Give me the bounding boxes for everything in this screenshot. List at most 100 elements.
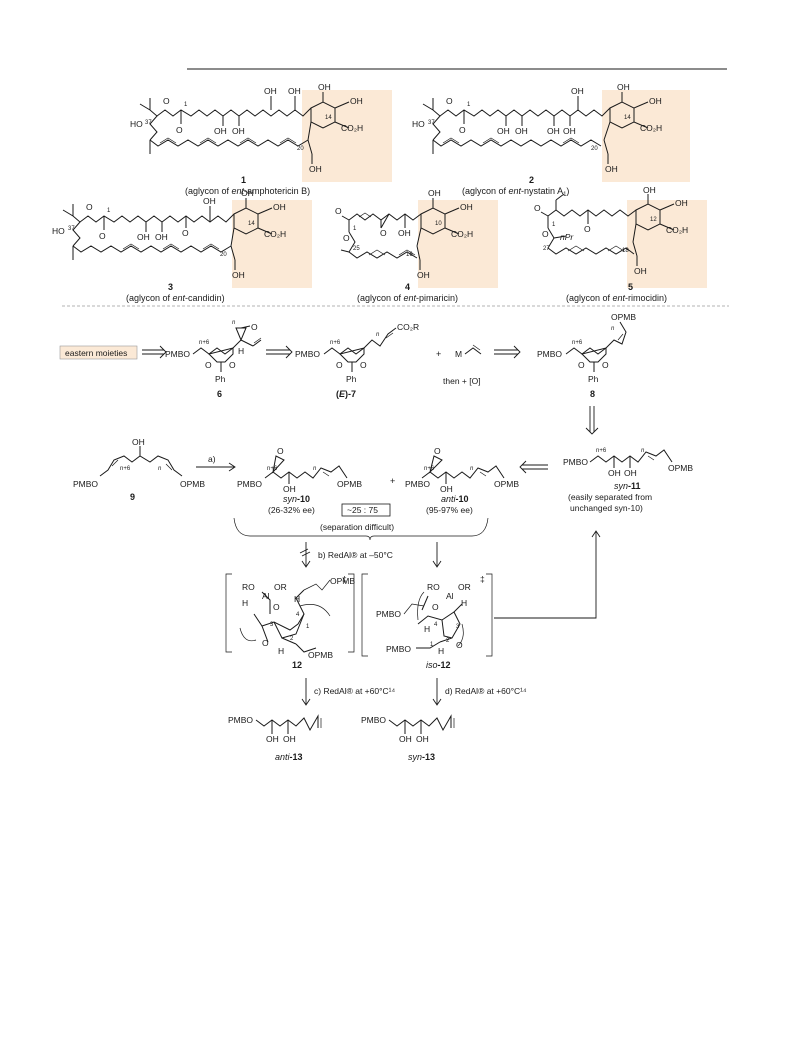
separation-label: (separation difficult) xyxy=(320,522,394,532)
iso12-label-o: O xyxy=(432,602,439,612)
iso12-dagger: ‡ xyxy=(480,574,485,584)
ts12-label-or: OR xyxy=(274,582,287,592)
ts12-number: 12 xyxy=(292,660,302,670)
c4-label-o3: O xyxy=(380,228,387,238)
c3-label-o3: O xyxy=(182,228,189,238)
compound-9-structure xyxy=(99,446,183,477)
syn10-number: syn-10 xyxy=(283,494,310,504)
iso12-label-h2: H xyxy=(424,624,430,634)
c1-label-o: O xyxy=(163,96,170,106)
arrow-step-b-right xyxy=(432,542,442,568)
c3-locant-1: 1 xyxy=(107,208,111,214)
retro-arrow-3 xyxy=(494,345,521,359)
c7-label-pmbo: PMBO xyxy=(295,349,320,359)
c7-label-n: n xyxy=(376,332,380,338)
compound-anti10-structure xyxy=(421,455,505,484)
compound-8-number: 8 xyxy=(590,389,595,399)
plus-sign-reaction: + xyxy=(390,476,395,486)
c3-label-oh1: OH xyxy=(137,232,150,242)
syn13-label-oh2: OH xyxy=(416,734,429,744)
compound-1-number: 1 xyxy=(241,175,246,185)
ts12-label-ro: RO xyxy=(242,582,255,592)
ratio-label: ~25 : 75 xyxy=(347,505,378,515)
ts12-label-h: H xyxy=(242,598,248,608)
c4-label-o: O xyxy=(335,206,342,216)
syn11-label-pmbo: PMBO xyxy=(563,457,588,467)
syn10-ee: (26-32% ee) xyxy=(268,505,315,515)
c8-label-pmbo: PMBO xyxy=(537,349,562,359)
c2-label-oh6: OH xyxy=(617,82,630,92)
c1-label-oh7: OH xyxy=(309,164,322,174)
c3-locant-37: 37 xyxy=(68,226,75,232)
ts-12-structure xyxy=(225,573,355,653)
iso12-locant-3: 3 xyxy=(456,624,460,630)
syn10-label-n6: n+6 xyxy=(267,466,278,472)
anti13-label-pmbo: PMBO xyxy=(228,715,253,725)
c3-label-oh2: OH xyxy=(155,232,168,242)
compound-syn10-structure xyxy=(264,455,348,484)
compound-1-caption: (aglycon of ent-amphotericin B) xyxy=(185,186,310,196)
c3-label-o: O xyxy=(86,202,93,212)
c1-label-o2: O xyxy=(176,125,183,135)
ts12-label-h3: H xyxy=(278,646,284,656)
c1-label-oh3: OH xyxy=(264,86,277,96)
c5-locant-1: 1 xyxy=(552,222,556,228)
anti10-label-n: n xyxy=(470,466,474,472)
iso12-label-pmbo-bottom: PMBO xyxy=(386,644,411,654)
ts12-dagger: ‡ xyxy=(342,574,347,584)
compound-9-number: 9 xyxy=(130,492,135,502)
c9-label-opmb: OPMB xyxy=(180,479,205,489)
compound-4-caption: (aglycon of ent-pimaricin) xyxy=(357,293,458,303)
c5-label-o3: O xyxy=(584,224,591,234)
ts12-label-h2: H xyxy=(294,594,300,604)
c2-label-oh8: OH xyxy=(605,164,618,174)
c5-locant-27: 27 xyxy=(543,246,550,252)
compound-8-structure xyxy=(565,321,627,372)
iso12-locant-1: 1 xyxy=(430,642,434,648)
eastern-moieties-box xyxy=(59,345,138,360)
anti13-label-oh1: OH xyxy=(266,734,279,744)
syn13-label-oh1: OH xyxy=(399,734,412,744)
ts12-locant-2: 2 xyxy=(290,636,294,642)
c8-label-n: n xyxy=(611,326,615,332)
compound-1-structure xyxy=(139,90,392,182)
c5-locant-18: 18 xyxy=(622,248,629,254)
anti10-label-pmbo: PMBO xyxy=(405,479,430,489)
c4-label-oh1: OH xyxy=(398,228,411,238)
c4-locant-16: 16 xyxy=(406,252,413,258)
c5-label-o: O xyxy=(534,203,541,213)
arrow-step-c xyxy=(301,678,311,706)
c2-label-o: O xyxy=(446,96,453,106)
iso12-locant-4: 4 xyxy=(434,622,438,628)
syn11-label-oh1: OH xyxy=(608,468,621,478)
syn11-label-oh2: OH xyxy=(624,468,637,478)
c5-label-npr: nPr xyxy=(560,232,574,242)
then-oxidation: then + [O] xyxy=(443,376,481,386)
c4-locant-25: 25 xyxy=(353,246,360,252)
c5-label-oh1: OH xyxy=(643,185,656,195)
c1-locant-20: 20 xyxy=(297,146,304,152)
syn10-label-pmbo: PMBO xyxy=(237,479,262,489)
compound-syn13-structure xyxy=(388,714,455,734)
compound-4-structure xyxy=(340,198,498,288)
compound-6-structure xyxy=(192,325,262,372)
c3-locant-14: 14 xyxy=(248,221,255,227)
arrow-iso12-to-syn11 xyxy=(494,532,597,619)
arrow-step-a xyxy=(196,462,236,472)
iso12-label-h: H xyxy=(461,598,467,608)
c6-label-ph: Ph xyxy=(215,374,226,384)
compound-2-number: 2 xyxy=(529,175,534,185)
syn11-label-n6: n+6 xyxy=(596,448,607,454)
c1-label-oh2: OH xyxy=(232,126,245,136)
c1-label-oh4: OH xyxy=(288,86,301,96)
ts12-label-opmb-top: OPMB xyxy=(330,576,355,586)
syn10-label-oh: OH xyxy=(283,484,296,494)
c4-label-o2: O xyxy=(343,233,350,243)
c7-label-n6: n+6 xyxy=(330,340,341,346)
iso12-number: iso-12 xyxy=(426,660,451,670)
compound-7-structure xyxy=(323,327,397,372)
anti10-label-n6: n+6 xyxy=(424,466,435,472)
c2-label-oh4: OH xyxy=(563,126,576,136)
ts12-label-al: Al xyxy=(262,591,270,601)
